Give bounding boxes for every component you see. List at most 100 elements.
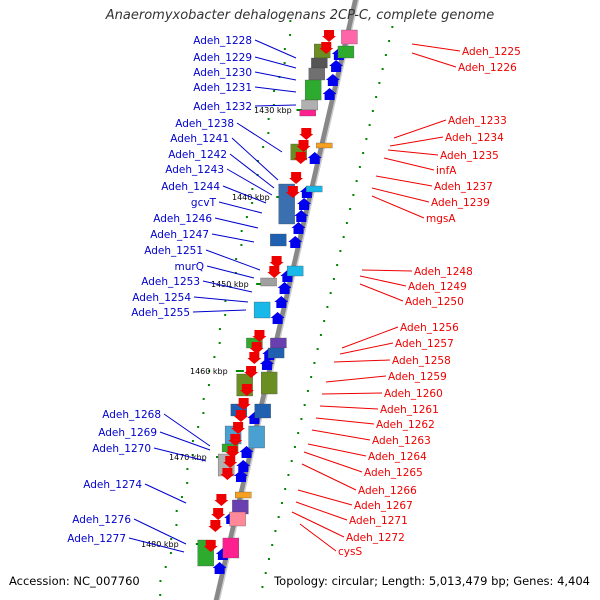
tick-dot bbox=[224, 314, 227, 316]
label-leader-line bbox=[133, 518, 187, 545]
gene-block bbox=[260, 371, 278, 395]
tick-dot bbox=[264, 572, 267, 574]
map-title: Anaeromyxobacter dehalogenans 2CP-C, com… bbox=[105, 8, 495, 23]
tick-dot bbox=[388, 40, 391, 42]
reverse-gene-arrow bbox=[223, 456, 238, 468]
tick-dot bbox=[202, 398, 205, 400]
tick-dot bbox=[375, 96, 378, 98]
label-leader-line bbox=[236, 122, 283, 153]
forward-gene-arrow bbox=[329, 60, 344, 72]
tick-dot bbox=[332, 278, 335, 280]
gene-block bbox=[222, 537, 240, 559]
tick-dot bbox=[245, 216, 248, 218]
label-leader-line bbox=[359, 275, 407, 287]
tick-dot bbox=[293, 446, 296, 448]
gene-block bbox=[337, 45, 355, 59]
tick-dot bbox=[218, 328, 221, 330]
gene-label: Adeh_1247 bbox=[150, 229, 209, 241]
tick-dot bbox=[303, 404, 306, 406]
reverse-gene-arrow bbox=[214, 494, 229, 506]
tick-dot bbox=[280, 502, 283, 504]
tick-dot bbox=[378, 82, 381, 84]
kbp-tick-label: 1430 kbp bbox=[254, 106, 292, 115]
label-leader-line bbox=[383, 157, 435, 171]
gene-block bbox=[254, 403, 271, 419]
reverse-gene-arrow bbox=[233, 410, 248, 422]
label-leader-line bbox=[371, 195, 425, 219]
gene-block bbox=[253, 301, 271, 319]
gene-label: Adeh_1225 bbox=[462, 46, 521, 58]
gene-block bbox=[304, 79, 322, 101]
tick-dot bbox=[345, 222, 348, 224]
gene-label: Adeh_1267 bbox=[354, 500, 413, 512]
kbp-tick-label: 1470 kbp bbox=[169, 453, 207, 462]
gene-block bbox=[286, 265, 304, 277]
label-leader-line bbox=[254, 56, 297, 69]
label-leader-line bbox=[211, 233, 255, 243]
gene-label: Adeh_1257 bbox=[395, 338, 454, 350]
reverse-gene-arrow bbox=[225, 446, 240, 458]
tick-dot bbox=[267, 118, 270, 120]
gene-label: Adeh_1246 bbox=[153, 213, 212, 225]
gene-label: Adeh_1265 bbox=[364, 467, 423, 479]
tick-dot bbox=[186, 482, 189, 484]
tick-dot bbox=[362, 152, 365, 154]
label-leader-line bbox=[393, 119, 447, 139]
label-leader-line bbox=[297, 489, 353, 506]
tick-dot bbox=[273, 90, 276, 92]
label-leader-line bbox=[254, 71, 297, 81]
gene-block bbox=[267, 347, 285, 359]
tick-dot bbox=[175, 524, 178, 526]
reverse-gene-arrow bbox=[211, 508, 226, 520]
reverse-gene-arrow bbox=[289, 172, 304, 184]
gene-label: Adeh_1274 bbox=[83, 479, 142, 491]
gene-label: Adeh_1261 bbox=[380, 404, 439, 416]
tick-dot bbox=[261, 586, 264, 588]
gene-label: Adeh_1242 bbox=[168, 149, 227, 161]
accession-text: Accession: NC_007760 bbox=[9, 574, 140, 588]
reverse-gene-arrow bbox=[220, 468, 235, 480]
gene-label: Adeh_1253 bbox=[141, 276, 200, 288]
tick-dot bbox=[323, 320, 326, 322]
label-leader-line bbox=[254, 39, 297, 59]
tick-dot bbox=[365, 138, 368, 140]
forward-gene-arrow bbox=[233, 470, 248, 482]
reverse-gene-arrow bbox=[269, 256, 284, 268]
gene-label: Adeh_1256 bbox=[400, 322, 459, 334]
label-leader-line bbox=[231, 137, 279, 181]
reverse-gene-arrow bbox=[252, 330, 267, 342]
gene-label: Adeh_1263 bbox=[372, 435, 431, 447]
label-leader-line bbox=[291, 511, 345, 538]
tick-dot bbox=[339, 250, 342, 252]
gene-label: Adeh_1235 bbox=[440, 150, 499, 162]
tick-dot bbox=[290, 460, 293, 462]
tick-dot bbox=[289, 34, 292, 36]
label-leader-line bbox=[371, 187, 430, 203]
gene-label: mgsA bbox=[426, 213, 456, 225]
forward-gene-arrow bbox=[307, 152, 322, 164]
gene-label: Adeh_1269 bbox=[98, 427, 157, 439]
tick-dot bbox=[180, 496, 183, 498]
tick-dot bbox=[336, 264, 339, 266]
tick-dot bbox=[313, 362, 316, 364]
gene-label: Adeh_1228 bbox=[193, 35, 252, 47]
label-leader-line bbox=[214, 217, 259, 229]
tick-dot bbox=[274, 530, 277, 532]
tick-dot bbox=[159, 580, 162, 582]
gene-label: Adeh_1243 bbox=[165, 164, 224, 176]
gene-label: Adeh_1254 bbox=[132, 292, 191, 304]
label-leader-line bbox=[333, 359, 391, 363]
gene-label: Adeh_1248 bbox=[414, 266, 473, 278]
gene-block bbox=[248, 425, 265, 449]
label-leader-line bbox=[359, 283, 404, 302]
gene-label: gcvT bbox=[191, 197, 217, 209]
label-leader-line bbox=[205, 249, 261, 271]
gene-label: Adeh_1241 bbox=[170, 133, 229, 145]
gene-label: Adeh_1259 bbox=[388, 371, 447, 383]
forward-gene-arrow bbox=[294, 210, 309, 222]
gene-block bbox=[308, 67, 325, 81]
gene-block bbox=[270, 337, 287, 349]
label-leader-line bbox=[222, 185, 267, 204]
tick-dot bbox=[310, 376, 313, 378]
